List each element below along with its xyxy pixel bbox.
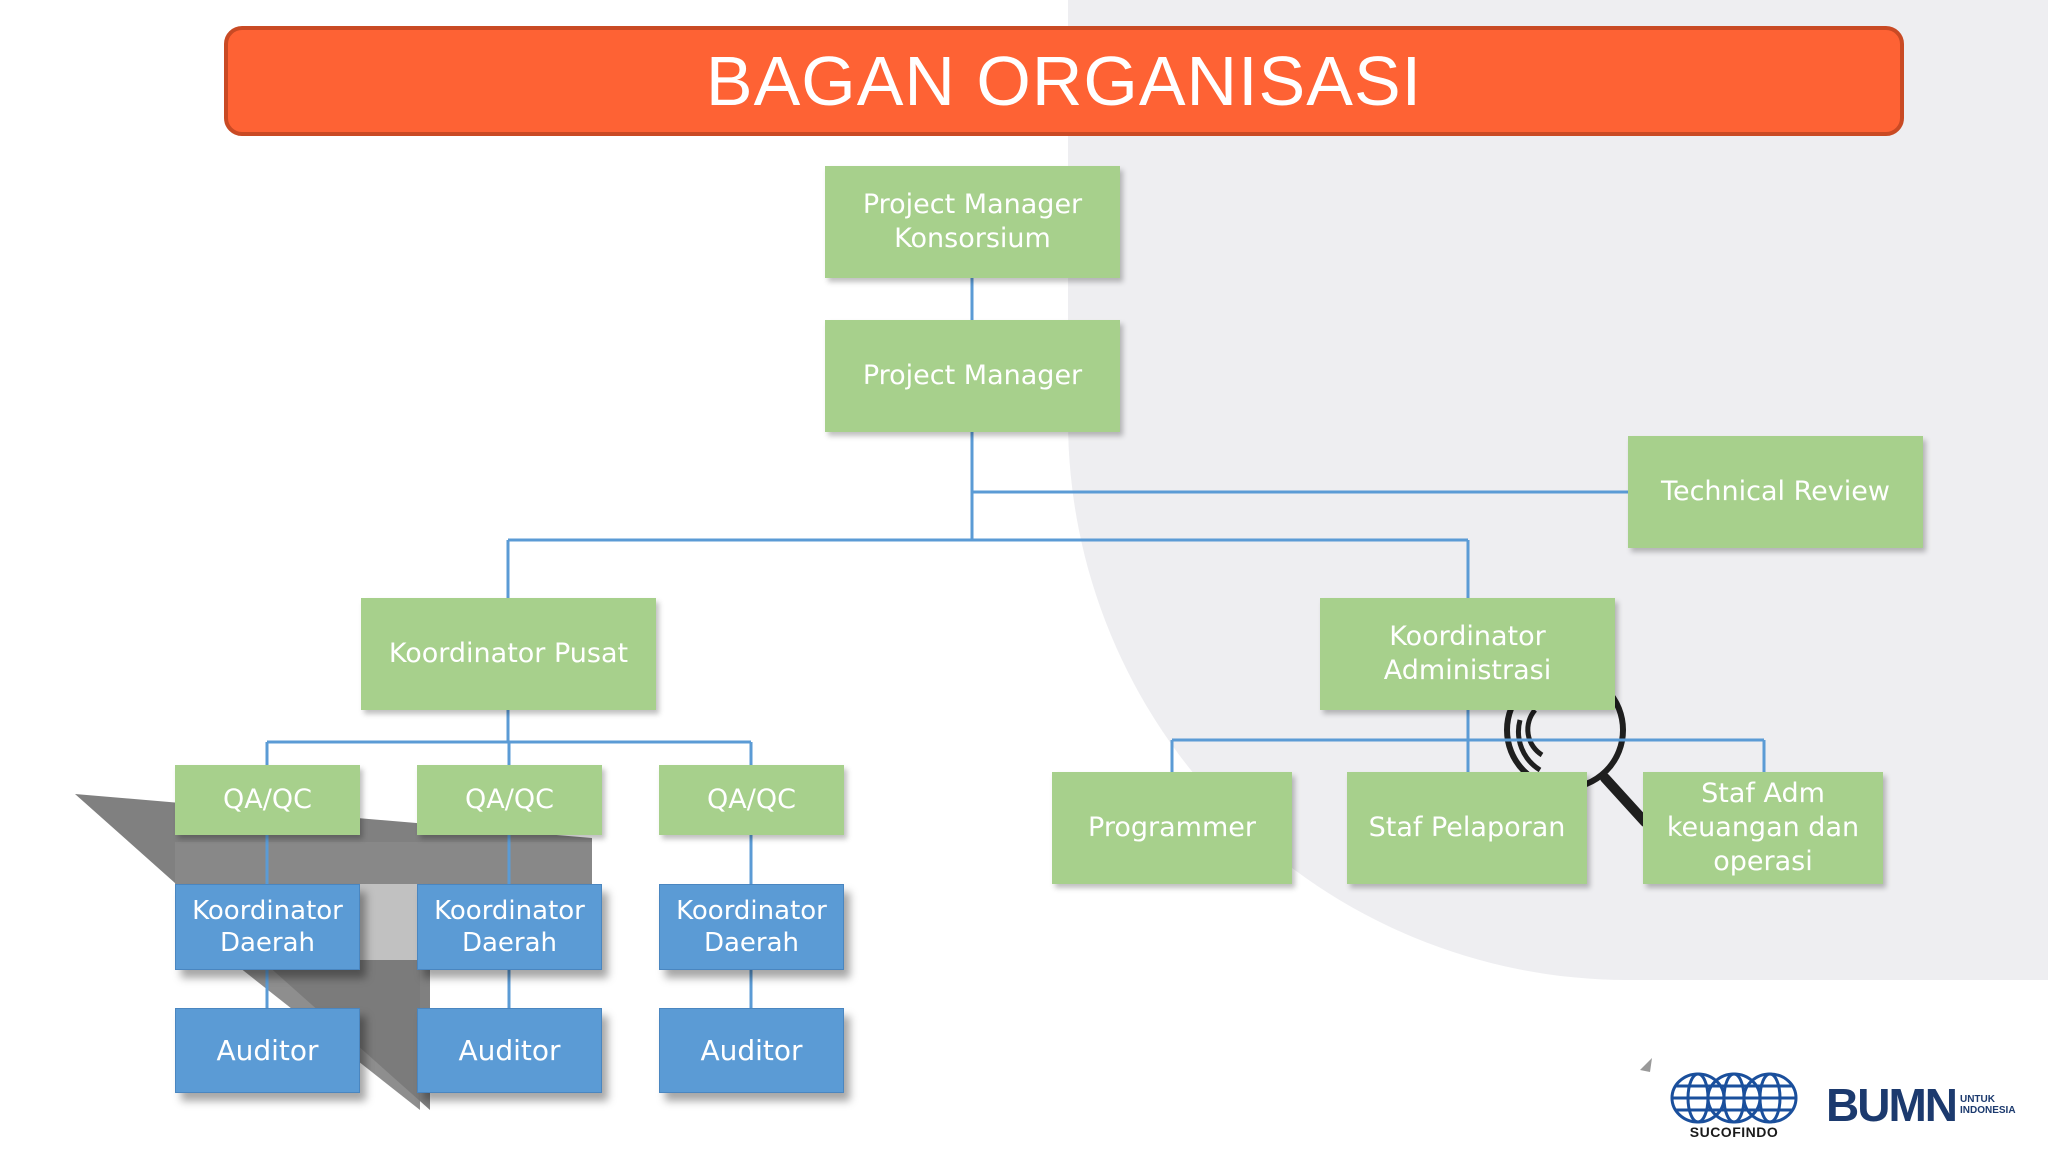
bumn-logo-subtext: UNTUK INDONESIA	[1959, 1094, 2016, 1116]
node-auditor-3: Auditor	[659, 1008, 844, 1093]
node-koordinator-administrasi: Koordinator Administrasi	[1320, 598, 1615, 710]
node-auditor-1: Auditor	[175, 1008, 360, 1093]
node-staf-adm-keuangan: Staf Adm keuangan dan operasi	[1643, 772, 1883, 884]
node-staf-pelaporan: Staf Pelaporan	[1347, 772, 1587, 884]
globe-logo-icon	[1670, 1072, 1798, 1124]
node-qaqc-2: QA/QC	[417, 765, 602, 835]
node-koordinator-daerah-2: Koordinator Daerah	[417, 884, 602, 970]
node-programmer: Programmer	[1052, 772, 1292, 884]
node-technical-review: Technical Review	[1628, 436, 1923, 548]
page-title: BAGAN ORGANISASI	[705, 42, 1423, 120]
node-koordinator-pusat: Koordinator Pusat	[361, 598, 656, 710]
node-auditor-2: Auditor	[417, 1008, 602, 1093]
node-koordinator-daerah-1: Koordinator Daerah	[175, 884, 360, 970]
bumn-logo-text: BUMN	[1826, 1079, 1958, 1131]
node-project-manager: Project Manager	[825, 320, 1120, 432]
node-qaqc-1: QA/QC	[175, 765, 360, 835]
node-koordinator-daerah-3: Koordinator Daerah	[659, 884, 844, 970]
title-banner: BAGAN ORGANISASI	[224, 26, 1904, 136]
bumn-logo: BUMN UNTUK INDONESIA	[1826, 1079, 2016, 1131]
node-pm-konsorsium: Project Manager Konsorsium	[825, 166, 1120, 278]
sucofindo-logo-text: SUCOFINDO	[1689, 1124, 1779, 1140]
node-qaqc-3: QA/QC	[659, 765, 844, 835]
